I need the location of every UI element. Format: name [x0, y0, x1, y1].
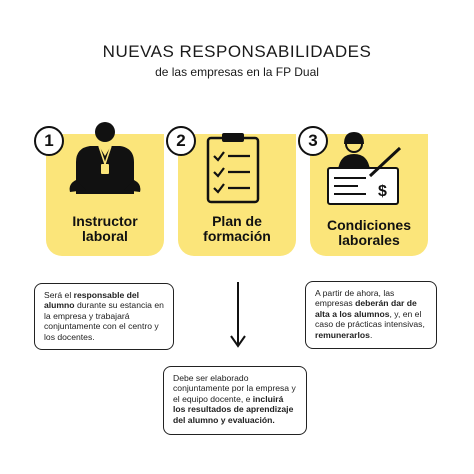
box-text: , y, en el caso de prácticas intensivas, — [315, 308, 425, 330]
card-plan: Plan de formación — [178, 133, 296, 256]
down-arrow-icon — [230, 282, 246, 348]
page-title: NUEVAS RESPONSABILIDADES — [102, 42, 372, 61]
card-label-line2: formación — [203, 228, 271, 244]
box-text: durante su estancia en la empresa y trab… — [44, 300, 164, 342]
card-label-line1: Plan de — [212, 213, 262, 229]
instructor-person-icon — [69, 122, 141, 194]
card-instructor: Instructor laboral — [46, 122, 164, 256]
worker-signing-check-icon: $ — [327, 132, 402, 205]
box-text: A partir de ahora, las empresas — [315, 288, 395, 309]
step-number-1: 1 — [34, 126, 64, 156]
box-text: . — [369, 329, 373, 340]
step-number-3: 3 — [298, 126, 328, 156]
box-text-bold: incluirá los resultados de aprendizaje d… — [173, 393, 294, 425]
card-label-instructor: Instructor laboral — [46, 214, 164, 244]
card-label-line1: Instructor — [72, 213, 138, 229]
plan-description-box: Debe ser elaborado conjuntamente por la … — [163, 366, 307, 435]
box-text-bold: responsable del alumno — [44, 290, 140, 311]
checklist-clipboard-icon — [206, 133, 260, 204]
card-label-line2: laboral — [82, 228, 128, 244]
card-label-line1: Condiciones — [326, 217, 411, 233]
step-number-2: 2 — [166, 126, 196, 156]
page-subtitle: de las empresas en la FP Dual — [155, 65, 319, 79]
card-label-line2: laborales — [338, 232, 400, 248]
instructor-description-box: Será el responsable del alumno durante s… — [34, 283, 174, 350]
box-text: Será el — [44, 290, 74, 300]
box-text-bold: remunerarlos — [315, 329, 370, 340]
card-label-condiciones: Condiciones laborales — [310, 218, 428, 248]
card-condiciones: $ Condiciones laborales — [310, 132, 428, 256]
card-label-plan: Plan de formación — [178, 214, 296, 244]
box-text: Debe ser elaborado conjuntamente por la … — [173, 373, 296, 404]
box-text-bold: deberán dar de alta a los alumnos — [315, 298, 417, 319]
condiciones-description-box: A partir de ahora, las empresas deberán … — [305, 281, 437, 349]
svg-text:$: $ — [378, 183, 387, 200]
